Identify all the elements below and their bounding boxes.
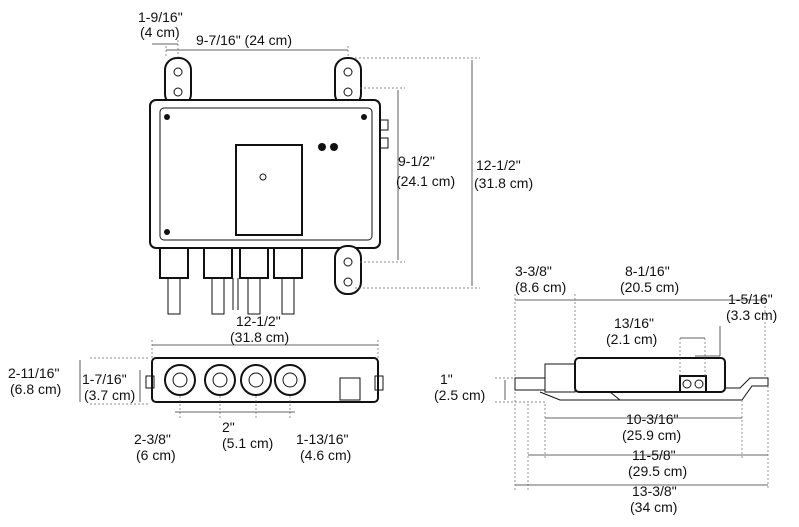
bottom-right-bracket xyxy=(334,245,362,295)
top-dim1-in: 1-9/16" xyxy=(138,9,183,25)
side-d4-cm: (2.1 cm) xyxy=(606,331,657,347)
center-panel xyxy=(235,144,303,236)
spacing1-cm: (6 cm) xyxy=(136,447,176,463)
bottom-width-cm: (31.8 cm) xyxy=(230,329,289,345)
indicator-light xyxy=(318,143,326,151)
outlet-port xyxy=(274,364,306,396)
outlet-port xyxy=(204,364,236,396)
side-d7-cm: (29.5 cm) xyxy=(628,463,687,479)
top-dim2: 9-7/16" (24 cm) xyxy=(196,32,292,48)
side-d3-in: 1-5/16" xyxy=(728,291,773,307)
side-d7-in: 11-5/8" xyxy=(632,447,676,463)
bottom-view xyxy=(79,340,384,418)
height-inner-cm: (24.1 cm) xyxy=(396,173,455,189)
side-d5-cm: (2.5 cm) xyxy=(434,387,485,403)
side-d1-in: 3-3/8" xyxy=(515,263,552,279)
height-outer-in: 12-1/2" xyxy=(476,157,521,173)
bottom-h1-cm: (6.8 cm) xyxy=(10,381,61,397)
bottom-h2-cm: (3.7 cm) xyxy=(84,387,135,403)
height-inner-in: 9-1/2" xyxy=(398,153,435,169)
side-d8-cm: (34 cm) xyxy=(630,499,677,515)
side-d4-in: 13/16" xyxy=(614,315,654,331)
top-right-bracket xyxy=(334,57,362,107)
bottom-fittings xyxy=(159,247,303,315)
front-view xyxy=(149,40,480,315)
bottom-width-in: 12-1/2" xyxy=(236,313,281,329)
side-d1-cm: (8.6 cm) xyxy=(515,279,566,295)
top-dim1-cm: (4 cm) xyxy=(140,24,180,40)
spacing3-in: 1-13/16" xyxy=(296,431,348,447)
side-d2-in: 8-1/16" xyxy=(625,263,670,279)
side-d6-in: 10-3/16" xyxy=(626,411,678,427)
outlet-port xyxy=(240,364,272,396)
dimension-labels: 1-9/16" (4 cm) 9-7/16" (24 cm) 9-1/2" (2… xyxy=(8,9,777,515)
spacing1-in: 2-3/8" xyxy=(134,431,171,447)
bottom-h2-in: 1-7/16" xyxy=(82,371,127,387)
spacing3-cm: (4.6 cm) xyxy=(300,447,351,463)
side-d3-cm: (3.3 cm) xyxy=(726,307,777,323)
spacing2-in: 2" xyxy=(222,419,235,435)
indicator-light xyxy=(330,143,338,151)
side-d6-cm: (25.9 cm) xyxy=(622,427,681,443)
bottom-h1-in: 2-11/16" xyxy=(8,365,59,381)
spacing2-cm: (5.1 cm) xyxy=(222,435,273,451)
height-outer-cm: (31.8 cm) xyxy=(474,175,533,191)
side-view xyxy=(495,294,769,490)
top-left-bracket xyxy=(164,57,192,107)
outlet-port xyxy=(164,364,196,396)
side-d8-in: 13-3/8" xyxy=(632,483,677,499)
side-d2-cm: (20.5 cm) xyxy=(620,279,679,295)
side-d5-in: 1" xyxy=(440,371,453,387)
